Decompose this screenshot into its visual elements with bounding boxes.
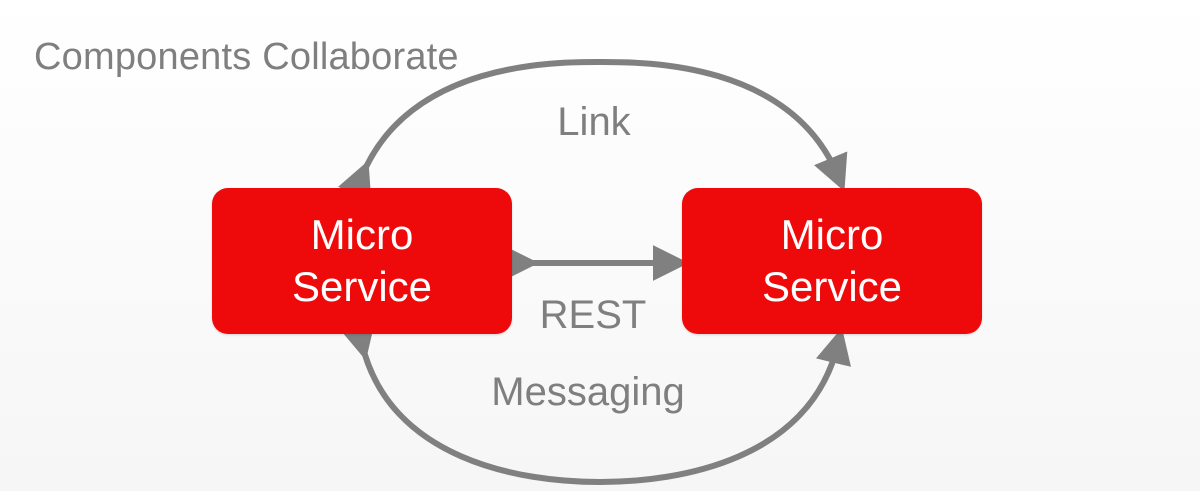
slide-top-bar [0, 0, 1200, 6]
micro-service-right-box: Micro Service [682, 188, 982, 334]
micro-service-left-line2: Service [291, 263, 433, 310]
micro-service-left-box: Micro Service [212, 188, 512, 334]
link-label: Link [557, 100, 631, 144]
micro-service-left-line1: Micro [310, 211, 414, 258]
messaging-arc [339, 321, 851, 486]
rest-label: REST [539, 293, 647, 337]
micro-service-right-line1: Micro [780, 211, 884, 258]
micro-service-right-line2: Service [761, 263, 903, 310]
link-arc [338, 58, 848, 201]
slide-title: Components Collaborate [34, 36, 459, 78]
messaging-label: Messaging [491, 370, 685, 414]
